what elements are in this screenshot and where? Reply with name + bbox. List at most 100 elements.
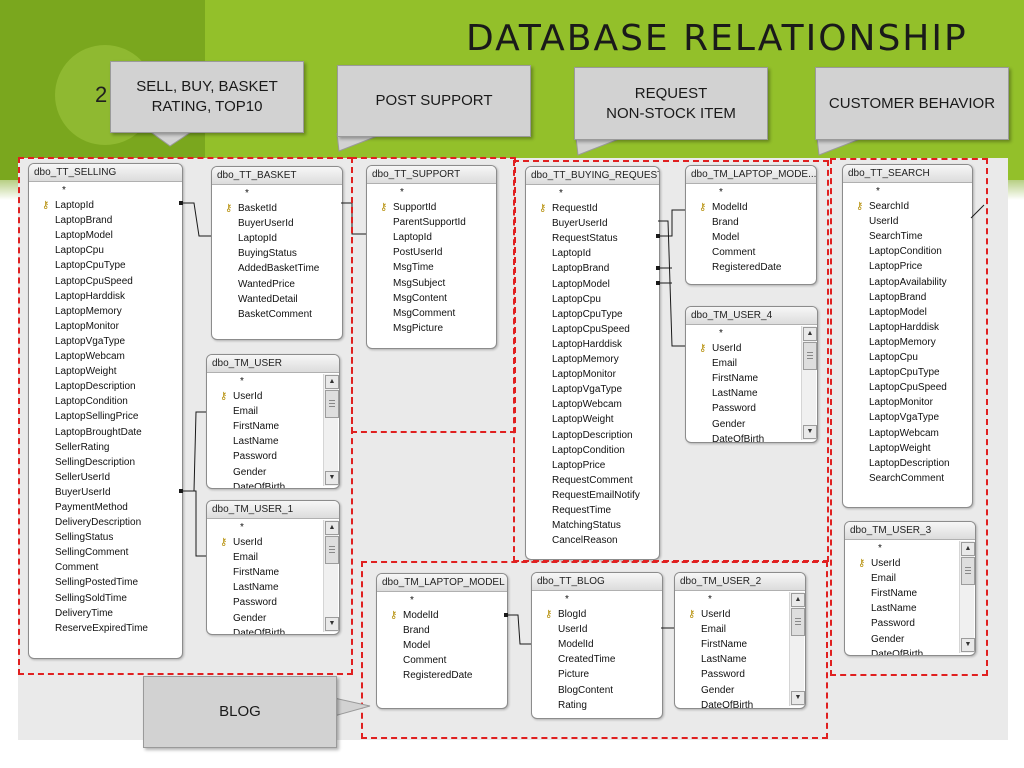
table-field[interactable]: AddedBasketTime bbox=[212, 261, 342, 276]
table-field[interactable]: Password bbox=[845, 616, 975, 631]
table-field[interactable]: LaptopModel bbox=[526, 277, 659, 292]
all-columns-row[interactable]: * bbox=[559, 188, 563, 199]
table-field[interactable]: LaptopSellingPrice bbox=[29, 409, 182, 424]
all-columns-row[interactable]: * bbox=[400, 187, 404, 198]
table-field[interactable]: Password bbox=[207, 595, 339, 610]
scrollbar-thumb[interactable] bbox=[325, 390, 339, 418]
table-field[interactable]: LaptopModel bbox=[29, 228, 182, 243]
all-columns-row[interactable]: * bbox=[719, 328, 723, 339]
table-field[interactable]: LaptopPrice bbox=[843, 259, 972, 274]
all-columns-row[interactable]: * bbox=[245, 188, 249, 199]
table-field[interactable]: WantedDetail bbox=[212, 292, 342, 307]
table-field[interactable]: LastName bbox=[675, 652, 805, 667]
table-field[interactable]: MsgPicture bbox=[367, 321, 496, 336]
table-field[interactable]: LastName bbox=[686, 386, 817, 401]
table-field[interactable]: DateOfBirth bbox=[686, 432, 817, 442]
table-field[interactable]: LaptopWeight bbox=[843, 441, 972, 456]
table-field[interactable]: RequestStatus bbox=[526, 231, 659, 246]
table-field[interactable]: LaptopMonitor bbox=[526, 367, 659, 382]
table-field[interactable]: LaptopCpu bbox=[526, 292, 659, 307]
primary-key-field[interactable]: ⚷UserId bbox=[845, 556, 975, 571]
all-columns-row[interactable]: * bbox=[876, 186, 880, 197]
table-field[interactable]: Email bbox=[845, 571, 975, 586]
table-field[interactable]: Brand bbox=[377, 623, 507, 638]
primary-key-field[interactable]: ⚷BlogId bbox=[532, 607, 662, 622]
vertical-scrollbar[interactable]: ▲▼ bbox=[789, 592, 805, 706]
table-field[interactable]: LaptopBrand bbox=[526, 261, 659, 276]
table-field[interactable]: Password bbox=[207, 449, 339, 464]
table-field[interactable]: WantedPrice bbox=[212, 277, 342, 292]
table-field[interactable]: SellingStatus bbox=[29, 530, 182, 545]
vertical-scrollbar[interactable]: ▲▼ bbox=[323, 374, 339, 486]
table-field[interactable]: BlogContent bbox=[532, 683, 662, 698]
table-field[interactable]: Gender bbox=[207, 465, 339, 480]
primary-key-field[interactable]: ⚷UserId bbox=[207, 389, 339, 404]
table-field[interactable]: RequestEmailNotify bbox=[526, 488, 659, 503]
table-field[interactable]: FirstName bbox=[845, 586, 975, 601]
scrollbar-thumb[interactable] bbox=[803, 342, 817, 370]
all-columns-row[interactable]: * bbox=[240, 376, 244, 387]
table-field[interactable]: Email bbox=[675, 622, 805, 637]
table-field[interactable]: LaptopMemory bbox=[29, 304, 182, 319]
table-field[interactable]: RequestTime bbox=[526, 503, 659, 518]
primary-key-field[interactable]: ⚷RequestId bbox=[526, 201, 659, 216]
table-field[interactable]: FirstName bbox=[686, 371, 817, 386]
table-field[interactable]: RegisteredDate bbox=[377, 668, 507, 683]
primary-key-field[interactable]: ⚷LaptopId bbox=[29, 198, 182, 213]
table-field[interactable]: BuyingStatus bbox=[212, 246, 342, 261]
table-field[interactable]: LaptopBrand bbox=[843, 290, 972, 305]
table-field[interactable]: Rating bbox=[532, 698, 662, 713]
table-field[interactable]: SellingComment bbox=[29, 545, 182, 560]
table-field[interactable]: SellerRating bbox=[29, 440, 182, 455]
chevron-up-icon[interactable]: ▲ bbox=[325, 375, 339, 389]
table-field[interactable]: LaptopHarddisk bbox=[843, 320, 972, 335]
table-field[interactable]: PostUserId bbox=[367, 245, 496, 260]
table-field[interactable]: LaptopCpu bbox=[29, 243, 182, 258]
table-field[interactable]: Gender bbox=[686, 417, 817, 432]
vertical-scrollbar[interactable]: ▲▼ bbox=[801, 326, 817, 440]
table-field[interactable]: MsgTime bbox=[367, 260, 496, 275]
table-field[interactable]: DeliveryTime bbox=[29, 606, 182, 621]
table-field[interactable]: FirstName bbox=[207, 565, 339, 580]
all-columns-row[interactable]: * bbox=[62, 185, 66, 196]
all-columns-row[interactable]: * bbox=[565, 594, 569, 605]
all-columns-row[interactable]: * bbox=[410, 595, 414, 606]
table-field[interactable]: Password bbox=[675, 667, 805, 682]
table-field[interactable]: Model bbox=[377, 638, 507, 653]
table-field[interactable]: MsgSubject bbox=[367, 276, 496, 291]
table-field[interactable]: Email bbox=[686, 356, 817, 371]
chevron-down-icon[interactable]: ▼ bbox=[961, 638, 975, 652]
table-field[interactable]: SearchTime bbox=[843, 229, 972, 244]
table-field[interactable]: CancelReason bbox=[526, 533, 659, 548]
table-field[interactable]: LaptopWeight bbox=[526, 412, 659, 427]
table-field[interactable]: LaptopCondition bbox=[526, 443, 659, 458]
primary-key-field[interactable]: ⚷UserId bbox=[686, 341, 817, 356]
table-field[interactable]: BasketComment bbox=[212, 307, 342, 322]
table-field[interactable]: UserId bbox=[843, 214, 972, 229]
table-field[interactable]: Password bbox=[686, 401, 817, 416]
table-field[interactable]: LaptopCondition bbox=[29, 394, 182, 409]
table-field[interactable]: Model bbox=[686, 230, 816, 245]
table-field[interactable]: LaptopDescription bbox=[29, 379, 182, 394]
table-field[interactable]: LaptopMonitor bbox=[29, 319, 182, 334]
table-field[interactable]: MsgContent bbox=[367, 291, 496, 306]
table-field[interactable]: DateOfBirth bbox=[675, 698, 805, 708]
all-columns-row[interactable]: * bbox=[708, 594, 712, 605]
table-field[interactable]: SellerUserId bbox=[29, 470, 182, 485]
table-field[interactable]: DateOfBirth bbox=[207, 626, 339, 634]
table-field[interactable]: SellingDescription bbox=[29, 455, 182, 470]
table-field[interactable]: LaptopWebcam bbox=[29, 349, 182, 364]
table-field[interactable]: Email bbox=[207, 404, 339, 419]
table-field[interactable]: LastName bbox=[845, 601, 975, 616]
table-field[interactable]: RequestComment bbox=[526, 473, 659, 488]
table-field[interactable]: CreatedTime bbox=[532, 652, 662, 667]
primary-key-field[interactable]: ⚷UserId bbox=[675, 607, 805, 622]
